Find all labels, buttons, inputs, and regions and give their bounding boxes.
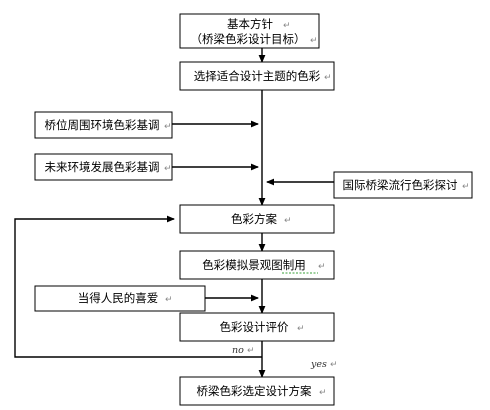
- node-final: 桥梁色彩选定设计方案 ↵: [179, 376, 335, 406]
- node-label: 色彩模拟景观图制用: [202, 258, 306, 272]
- node-label: 选择适合设计主题的色彩: [194, 69, 321, 83]
- node-surrounding: 桥位周围环境色彩基调 ↵: [34, 111, 173, 139]
- node-box: [179, 204, 335, 234]
- paragraph-mark-icon: ↵: [319, 388, 327, 398]
- paragraph-mark-icon: ↵: [164, 164, 172, 174]
- node-evaluation: 色彩设计评价 ↵: [179, 312, 335, 342]
- node-label: 色彩设计评价: [220, 320, 289, 334]
- node-label: （桥梁色彩设计目标）: [191, 32, 306, 46]
- node-box: [179, 376, 335, 406]
- node-simulation: 色彩模拟景观图制用 ↵: [179, 250, 335, 280]
- node-label: 未来环境发展色彩基调: [45, 160, 160, 174]
- node-international: 国际桥梁流行色彩探讨 ↵: [333, 171, 473, 199]
- node-label: 桥梁色彩选定设计方案: [197, 384, 312, 398]
- node-label: 色彩方案: [231, 212, 277, 226]
- edge-label-yes: yes: [310, 359, 327, 370]
- edge-label-no: no: [232, 345, 244, 356]
- node-box: [34, 153, 173, 181]
- paragraph-mark-icon: ↵: [318, 262, 326, 272]
- paragraph-mark-icon: ↵: [297, 324, 305, 334]
- node-box: [34, 111, 173, 139]
- edge-no-loop-to-scheme: [14, 215, 262, 358]
- node-label: 桥位周围环境色彩基调: [45, 118, 160, 132]
- node-box: [179, 61, 335, 91]
- paragraph-mark-icon: ↵: [283, 21, 291, 31]
- node-box: [179, 13, 320, 49]
- node-box: [34, 285, 206, 312]
- node-box: [333, 171, 473, 199]
- connectors: [14, 48, 334, 378]
- paragraph-mark-icon: ↵: [330, 360, 338, 370]
- node-box: [179, 312, 335, 342]
- node-label: 基本方针: [227, 17, 273, 31]
- paragraph-mark-icon: ↵: [284, 216, 292, 226]
- node-future: 未来环境发展色彩基调 ↵: [34, 153, 173, 181]
- paragraph-mark-icon: ↵: [310, 36, 318, 46]
- node-theme: 选择适合设计主题的色彩 ↵: [179, 61, 335, 91]
- node-people: 当得人民的喜爱 ↵: [34, 285, 206, 312]
- node-label: 当得人民的喜爱: [78, 291, 159, 305]
- paragraph-mark-icon: ↵: [324, 73, 332, 83]
- paragraph-mark-icon: ↵: [247, 346, 255, 356]
- paragraph-mark-icon: ↵: [462, 182, 470, 192]
- node-scheme: 色彩方案 ↵: [179, 204, 335, 234]
- node-box: [179, 250, 335, 280]
- node-label: 国际桥梁流行色彩探讨: [343, 178, 458, 192]
- paragraph-mark-icon: ↵: [165, 295, 173, 305]
- node-policy: 基本方针 ↵ （桥梁色彩设计目标） ↵: [179, 13, 320, 49]
- paragraph-mark-icon: ↵: [164, 122, 172, 132]
